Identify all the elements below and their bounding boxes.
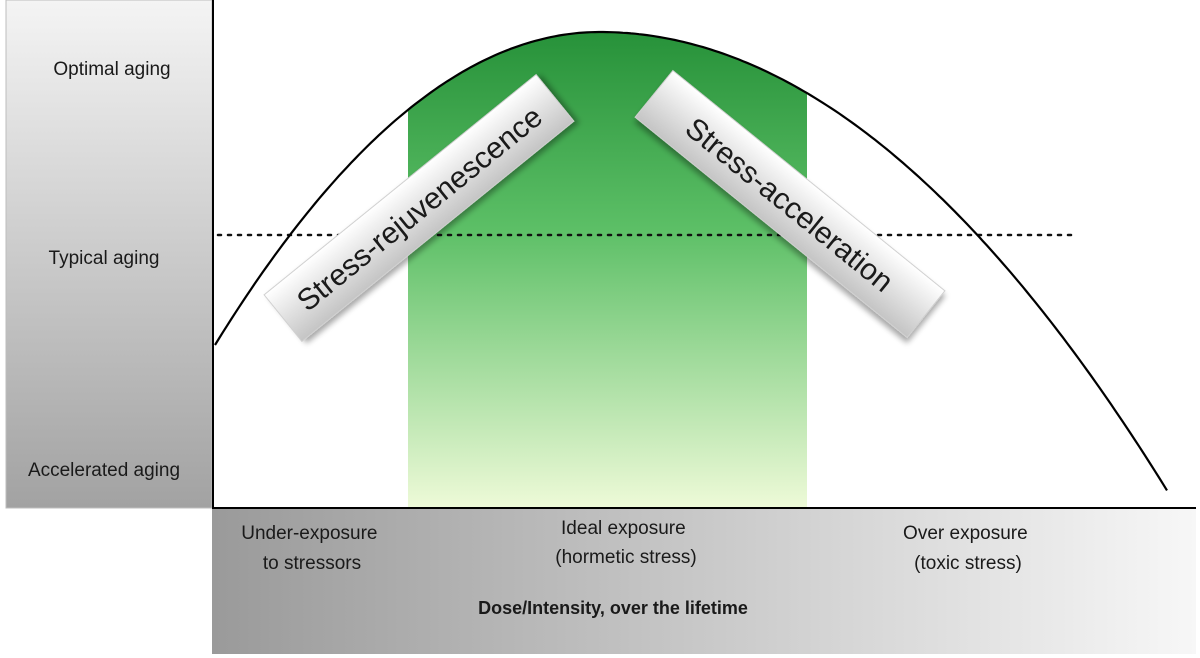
y-label-accelerated: Accelerated aging <box>28 460 180 481</box>
ideal-exposure-zone <box>408 32 807 508</box>
x-axis-title: Dose/Intensity, over the lifetime <box>478 598 748 618</box>
x-axis-panel <box>212 508 1196 654</box>
y-label-optimal: Optimal aging <box>53 59 170 80</box>
y-axis-panel <box>5 0 213 509</box>
zone-label-over: Over exposure (toxic stress) <box>903 523 1033 574</box>
zone-label-under: Under-exposure to stressors <box>241 523 383 574</box>
response-curve <box>214 30 1168 491</box>
zone-label-ideal: Ideal exposure (hormetic stress) <box>555 518 696 568</box>
y-label-typical: Typical aging <box>49 248 160 269</box>
